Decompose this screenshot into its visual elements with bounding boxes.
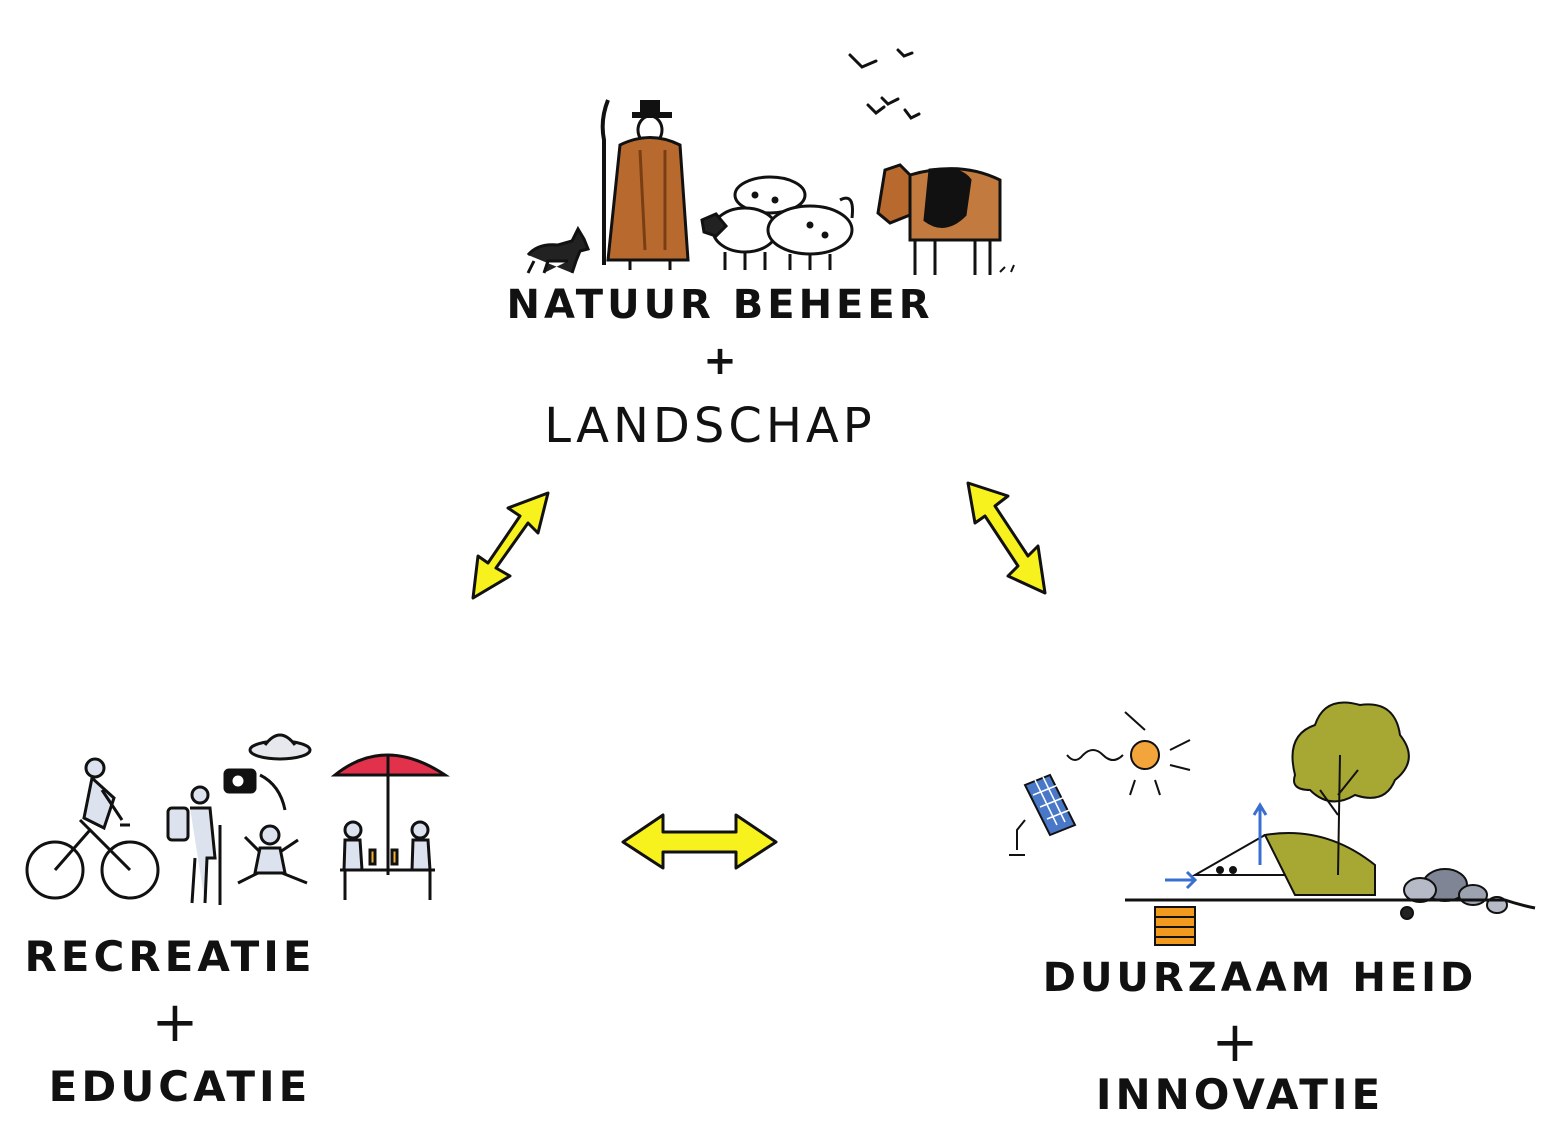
solar-panel-icon (1009, 773, 1077, 856)
educatie-title: EDUCATIE (48, 1062, 312, 1111)
recreatie-title: RECREATIE (24, 932, 316, 981)
natuurbeheer-plus: + (703, 338, 737, 384)
arrow-top-left (471, 491, 550, 600)
double-arrow-shape (471, 491, 550, 600)
recreation-illustration (25, 733, 450, 905)
sheep-icon (700, 175, 854, 270)
innovatie-title: INNOVATIE (1095, 1070, 1385, 1119)
double-arrow-shape (621, 813, 778, 870)
terrace-umbrella-icon (330, 753, 450, 900)
pastoral-illustration (526, 48, 1015, 275)
sun-icon (1066, 711, 1191, 796)
dog-icon (526, 225, 591, 274)
sustainability-illustration (1009, 701, 1536, 946)
rocks-icon (1400, 868, 1508, 920)
recreatie-plus: + (151, 990, 199, 1055)
cyclist-icon (25, 757, 160, 900)
duurzaamheid-plus: + (1211, 1010, 1259, 1075)
child-icon (237, 824, 308, 885)
double-arrow-shape (966, 481, 1047, 595)
cow-icon (876, 163, 1015, 275)
building-icon (1165, 802, 1376, 896)
tree-icon (1291, 701, 1410, 876)
geothermal-icon (1154, 906, 1196, 946)
photographer-icon (223, 733, 312, 811)
arrow-top-right (966, 481, 1047, 595)
landschap-title: LANDSCHAP (544, 398, 876, 454)
shepherd-icon (600, 99, 690, 270)
arrow-bottom-horizontal (621, 813, 778, 870)
hiker-icon (166, 785, 222, 905)
natuurbeheer-title: NATUUR BEHEER (506, 282, 934, 328)
duurzaamheid-title: DUURZAAM HEID (1042, 955, 1478, 1001)
birds-icon (848, 48, 921, 120)
